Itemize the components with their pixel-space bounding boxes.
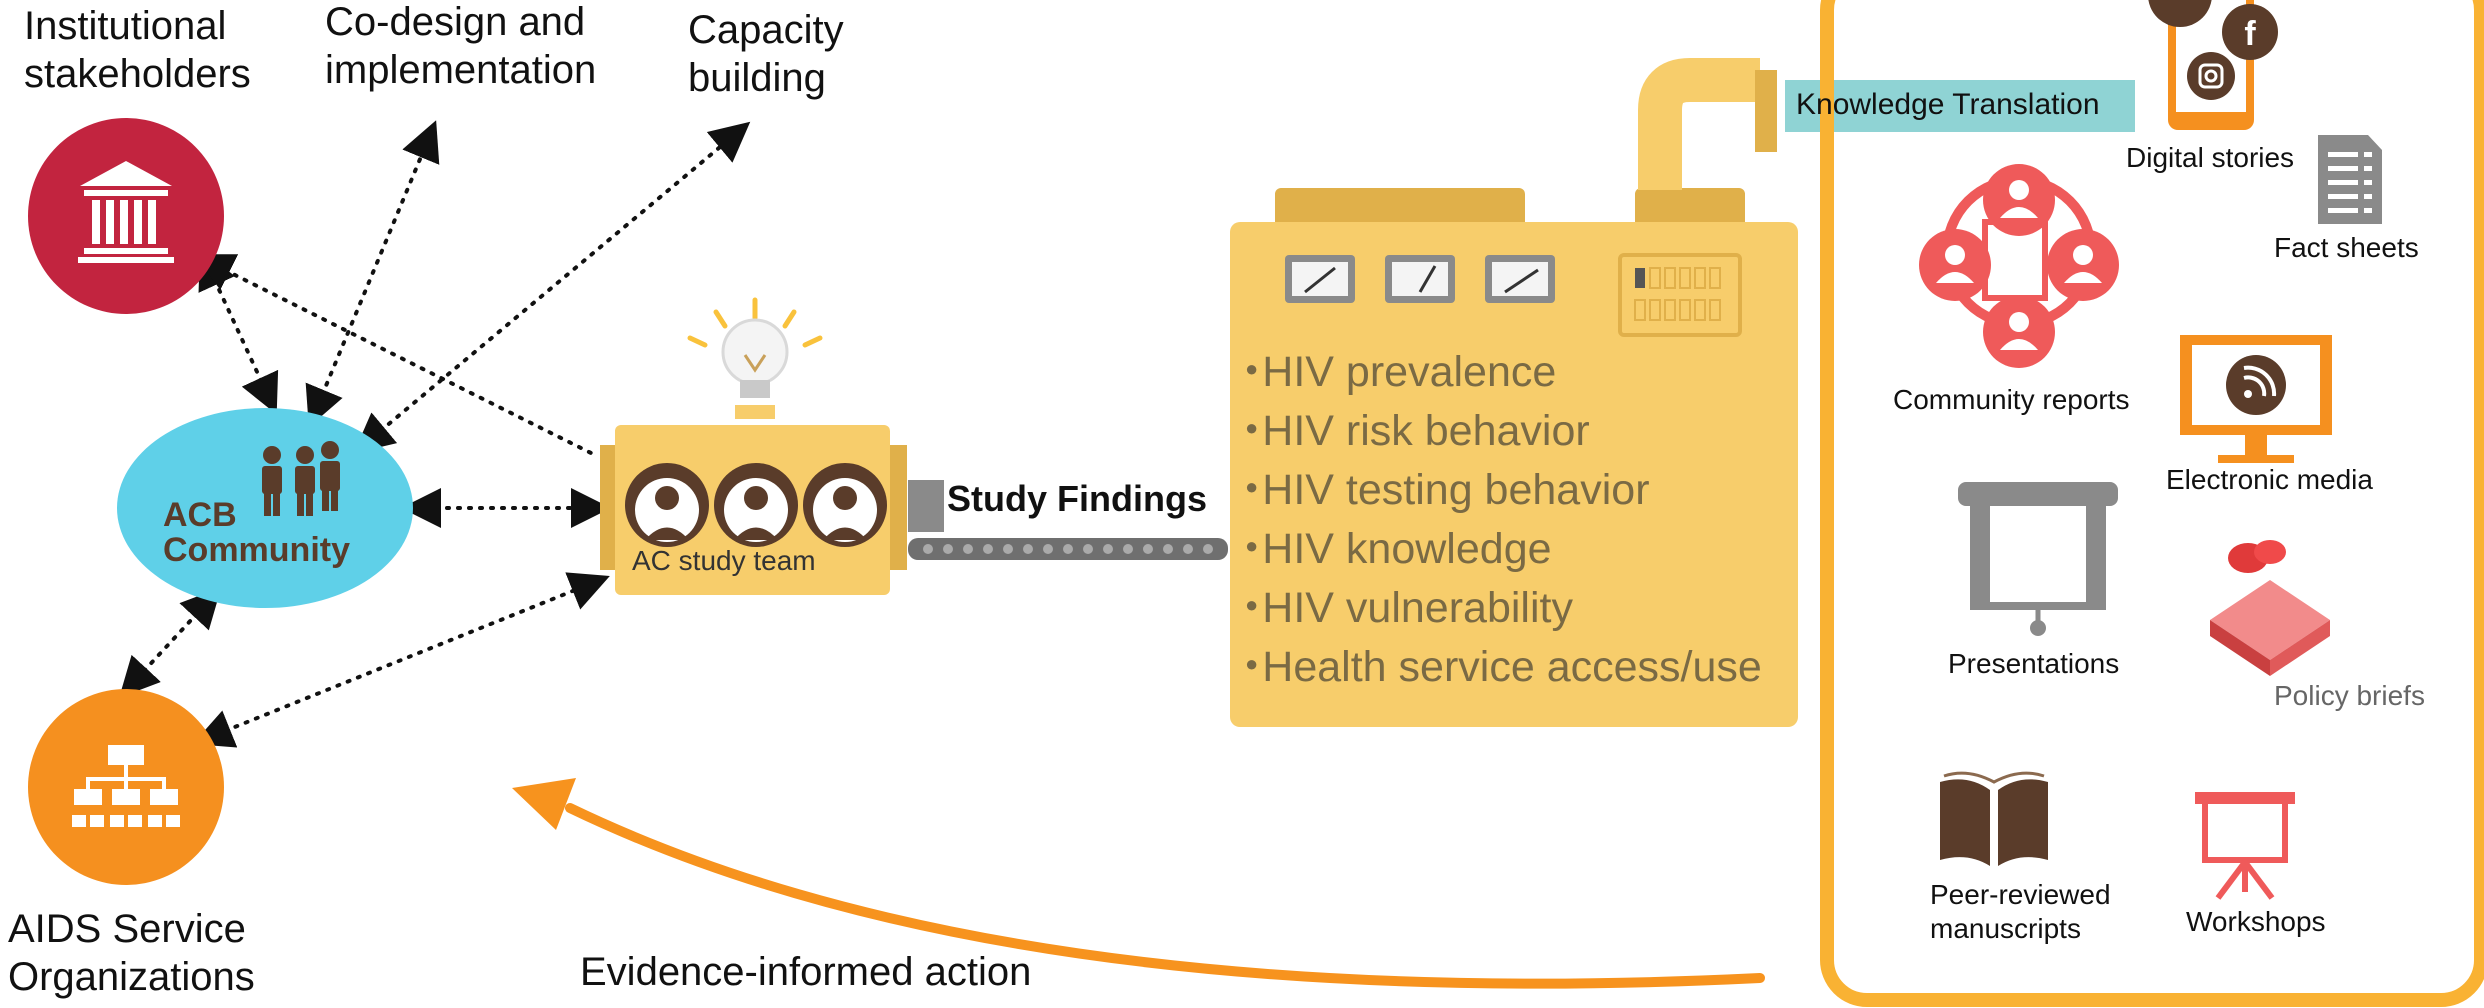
fact-sheet-icon [2318, 135, 2382, 224]
org-chart-icon [72, 745, 180, 827]
dotted-arrows [119, 120, 751, 748]
kt-label-box [1785, 80, 2135, 132]
easel-icon [2195, 792, 2295, 900]
aso-circle [28, 689, 224, 885]
codesign-label: Co-design and implementation [325, 0, 597, 92]
arrow-aso-team [192, 572, 610, 748]
evidence-arrow [512, 778, 1765, 989]
control-panel-icon [1618, 253, 1742, 337]
bank-icon [78, 161, 174, 263]
finding-item: ●HIV risk behavior [1245, 407, 1590, 455]
community-label: ACB Community [163, 496, 350, 569]
lightbulb-icon [687, 297, 823, 419]
kt-frame [1820, 0, 2484, 1007]
finding-item: ●HIV knowledge [1245, 525, 1552, 573]
institutional-label: Institutional stakeholders [24, 4, 251, 96]
electronic-media-label: Electronic media [2166, 464, 2373, 495]
open-book-icon [1940, 771, 2048, 866]
community-ellipse [117, 408, 413, 608]
arrow-institutional-community [198, 248, 279, 415]
manuscripts-label: Peer-reviewed manuscripts [1930, 879, 2111, 944]
monitor-rss-icon [2180, 335, 2332, 463]
gauge-icons [1285, 255, 1555, 303]
aso-label: AIDS Service Organizations [8, 907, 255, 999]
finding-item: ●HIV vulnerability [1245, 584, 1573, 632]
presentations-label: Presentations [1948, 648, 2120, 679]
institutional-circle [28, 118, 224, 314]
policy-briefs-label: Policy briefs [2274, 680, 2425, 711]
arrow-community-aso [119, 587, 222, 698]
conveyor [908, 480, 1228, 560]
finding-item: ●HIV prevalence [1245, 348, 1557, 396]
workshops-label: Workshops [2186, 906, 2326, 937]
study-team-label: AC study team [632, 545, 816, 576]
phone-social-icon: f [2148, 0, 2278, 130]
knowledge-translation-label: Knowledge Translation [1796, 88, 2100, 121]
capacity-label: Capacity building [688, 8, 844, 100]
evidence-action-label: Evidence-informed action [580, 950, 1032, 994]
projector-screen-icon [1958, 482, 2118, 636]
researcher-icons [625, 463, 887, 547]
community-reports-label: Community reports [1893, 384, 2130, 415]
fact-sheets-label: Fact sheets [2274, 232, 2419, 263]
svg-text:f: f [2244, 15, 2256, 53]
policy-brief-icon [2210, 540, 2330, 676]
community-reports-icon [1919, 164, 2119, 368]
people-icon [262, 441, 340, 516]
digital-stories-label: Digital stories [2126, 142, 2295, 173]
study-findings-label: Study Findings [947, 478, 1207, 519]
finding-item: ●Health service access/use [1245, 643, 1762, 691]
arrow-capacity [353, 121, 751, 454]
findings-machine [1230, 58, 1798, 727]
study-team-box [600, 425, 907, 595]
finding-item: ●HIV testing behavior [1245, 466, 1650, 514]
